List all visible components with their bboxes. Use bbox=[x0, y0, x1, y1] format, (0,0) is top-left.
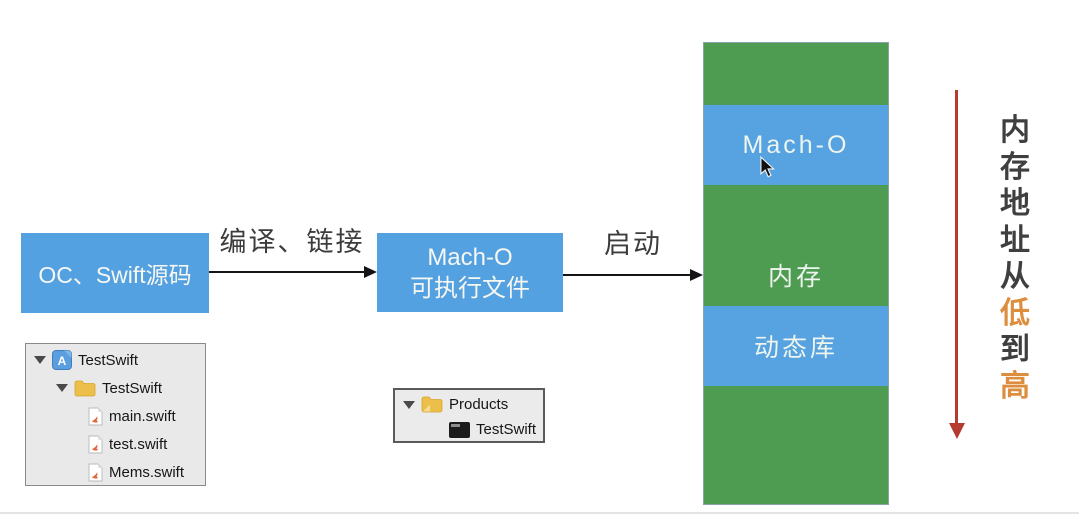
note-char: 低 bbox=[1000, 296, 1030, 330]
arrow-shaft bbox=[563, 274, 690, 276]
tree-item-label: TestSwift bbox=[102, 379, 163, 397]
memory-section-label: 动态库 bbox=[753, 334, 838, 362]
arrow-head-icon bbox=[690, 269, 703, 281]
mouse-cursor-icon bbox=[760, 156, 775, 178]
tree-row-products-folder: Products bbox=[395, 392, 543, 417]
executable-icon bbox=[449, 421, 470, 438]
memory-section-label: Mach-O bbox=[742, 130, 850, 159]
tree-row-file: main.swift bbox=[26, 402, 205, 430]
xcode-project-icon: A bbox=[52, 350, 72, 370]
compile-link-arrow-label: 编译、链接 bbox=[219, 227, 365, 257]
memory-layout-column: Mach-O 内存 动态库 bbox=[703, 42, 889, 505]
source-code-box-label: OC、Swift源码 bbox=[38, 262, 192, 288]
source-code-box: OC、Swift源码 bbox=[21, 233, 209, 313]
memory-section-label: 内存 bbox=[767, 263, 824, 291]
note-char: 址 bbox=[1000, 223, 1030, 257]
disclosure-triangle-icon bbox=[34, 356, 46, 364]
swift-file-icon bbox=[88, 435, 103, 454]
note-char: 地 bbox=[1000, 187, 1030, 220]
swift-file-icon bbox=[88, 407, 103, 426]
bottom-divider bbox=[0, 512, 1079, 514]
note-char: 到 bbox=[1000, 333, 1030, 366]
swift-file-icon bbox=[88, 463, 103, 482]
tree-row-file: Mems.swift bbox=[26, 458, 205, 486]
note-char: 存 bbox=[1000, 150, 1030, 184]
disclosure-triangle-icon bbox=[403, 400, 415, 409]
folder-icon bbox=[74, 380, 96, 397]
tree-item-label: Products bbox=[449, 396, 509, 413]
macho-box-line2: 可执行文件 bbox=[410, 274, 530, 302]
macho-executable-box: Mach-O 可执行文件 bbox=[377, 233, 563, 312]
tree-item-label: test.swift bbox=[109, 435, 168, 453]
tree-row-file: test.swift bbox=[26, 430, 205, 458]
disclosure-triangle-icon bbox=[56, 384, 68, 392]
products-folder-icon bbox=[421, 396, 443, 413]
memory-section-top bbox=[704, 43, 888, 105]
address-direction-arrow bbox=[955, 90, 958, 424]
tree-item-label: main.swift bbox=[109, 407, 176, 425]
address-direction-arrow-head-icon bbox=[949, 423, 965, 439]
project-navigator-panel: A TestSwift TestSwift main.swif bbox=[25, 343, 206, 486]
memory-section-macho: Mach-O bbox=[704, 105, 888, 185]
macho-box-line1: Mach-O bbox=[427, 243, 513, 271]
memory-section-dylib: 动态库 bbox=[704, 306, 888, 386]
tree-item-label: Mems.swift bbox=[109, 463, 184, 481]
note-char: 高 bbox=[1000, 369, 1030, 403]
tree-row-product-item: TestSwift bbox=[395, 417, 543, 442]
tree-item-label: TestSwift bbox=[78, 351, 139, 369]
svg-text:A: A bbox=[58, 354, 67, 368]
arrow-shaft bbox=[209, 271, 364, 273]
memory-address-note: 内 存 地 址 从 低 到 高 bbox=[995, 113, 1035, 405]
products-panel: Products TestSwift bbox=[393, 388, 545, 443]
tree-row-project-folder: TestSwift bbox=[26, 374, 205, 402]
tree-row-project-root: A TestSwift bbox=[26, 346, 205, 374]
note-char: 内 bbox=[1000, 114, 1030, 147]
tree-item-label: TestSwift bbox=[476, 421, 537, 438]
memory-section-memory: 内存 bbox=[704, 185, 888, 306]
arrow-head-icon bbox=[364, 266, 377, 278]
launch-arrow-label: 启动 bbox=[604, 229, 662, 259]
memory-section-bottom bbox=[704, 386, 888, 504]
note-char: 从 bbox=[1000, 260, 1030, 293]
